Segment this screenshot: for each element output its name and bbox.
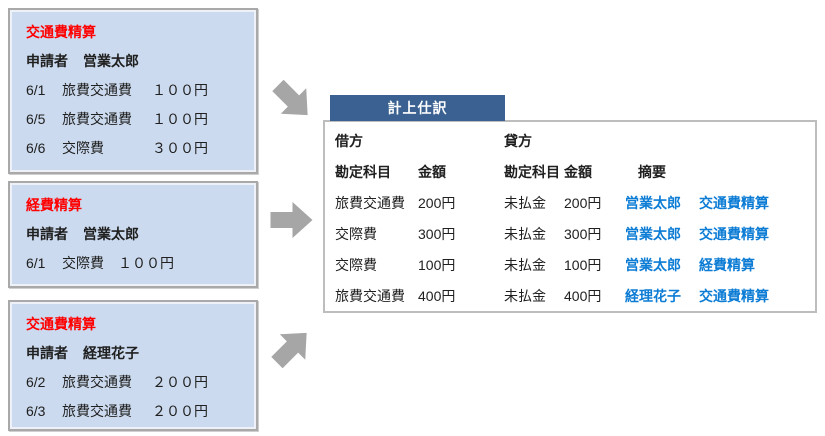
expense-row: 6/3 旅費交通費 ２００円 [26,397,256,426]
expense-row: 6/2 旅費交通費 ２００円 [26,368,256,397]
expense-date: 6/1 [26,82,46,98]
journal-tab-title: 計上仕訳 [330,95,505,121]
applicant-label: 申請者 [26,53,68,69]
expense-row: 6/5 旅費交通費 １００円 [26,105,256,134]
debit-account: 交際費 [335,226,377,242]
expense-row: 6/1 旅費交通費 １００円 [26,76,256,105]
summary-doc: 交通費精算 [699,195,769,211]
debit-amount: 400円 [418,288,456,304]
applicant-label: 申請者 [26,226,68,242]
credit-amount: 300円 [564,226,602,242]
expense-account: 交際費 [62,255,104,271]
flow-arrow-down-right-icon [262,70,325,133]
summary-person: 営業太郎 [625,257,681,273]
credit-account: 未払金 [504,226,546,242]
expense-row: 6/6 交際費 ３００円 [26,134,256,163]
journal-column-header-row: 勘定科目 金額 勘定科目 金額 摘要 [335,157,815,188]
expense-account: 旅費交通費 [62,403,132,419]
box-title: 交通費精算 [26,316,96,332]
credit-amount: 400円 [564,288,602,304]
expense-amount: ２００円 [152,374,208,390]
expense-date: 6/1 [26,255,46,271]
journal-row: 旅費交通費 200円 未払金 200円 営業太郎 交通費精算 [335,188,815,219]
applicant-name: 経理花子 [83,345,139,361]
applicant-line: 申請者営業太郎 [26,220,256,249]
summary-doc: 交通費精算 [699,288,769,304]
journal-table: 借方 貸方 勘定科目 金額 勘定科目 金額 摘要 旅費交通費 200円 未払金 … [323,120,817,313]
expense-amount: ３００円 [152,140,208,156]
applicant-label: 申請者 [26,345,68,361]
debit-amount: 100円 [418,257,456,273]
credit-amount: 100円 [564,257,602,273]
applicant-line: 申請者経理花子 [26,339,256,368]
expense-amount: １００円 [118,255,174,271]
expense-account: 交際費 [62,140,104,156]
journal-row: 交際費 100円 未払金 100円 営業太郎 経費精算 [335,250,815,281]
expense-amount: １００円 [152,111,208,127]
expense-date: 6/2 [26,374,46,390]
summary-header: 摘要 [638,164,666,180]
debit-account: 旅費交通費 [335,288,405,304]
debit-amount: 300円 [418,226,456,242]
expense-report-box-3: 交通費精算 申請者経理花子 6/2 旅費交通費 ２００円 6/3 旅費交通費 ２００円 [8,300,258,431]
expense-account: 旅費交通費 [62,374,132,390]
debit-account-header: 勘定科目 [335,164,391,180]
debit-account: 交際費 [335,257,377,273]
credit-account: 未払金 [504,288,546,304]
debit-header: 借方 [335,133,363,149]
credit-account-header: 勘定科目 [504,164,560,180]
debit-amount-header: 金額 [418,164,446,180]
credit-header: 貸方 [504,133,532,149]
credit-amount: 200円 [564,195,602,211]
debit-account: 旅費交通費 [335,195,405,211]
expense-date: 6/6 [26,140,46,156]
box-title: 経費精算 [26,197,82,213]
applicant-name: 営業太郎 [83,226,139,242]
expense-row: 6/1 交際費 １００円 [26,249,256,278]
expense-date: 6/3 [26,403,46,419]
summary-person: 経理花子 [625,288,681,304]
journal-row: 旅費交通費 400円 未払金 400円 経理花子 交通費精算 [335,281,815,312]
summary-doc: 経費精算 [699,257,755,273]
summary-person: 営業太郎 [625,195,681,211]
credit-account: 未払金 [504,257,546,273]
box-title: 交通費精算 [26,24,96,40]
flow-arrow-right-icon [270,198,315,242]
expense-date: 6/5 [26,111,46,127]
summary-person: 営業太郎 [625,226,681,242]
expense-report-box-2: 経費精算 申請者営業太郎 6/1 交際費 １００円 [8,181,258,288]
expense-amount: ２００円 [152,403,208,419]
applicant-name: 営業太郎 [83,53,139,69]
credit-account: 未払金 [504,195,546,211]
applicant-line: 申請者営業太郎 [26,47,256,76]
expense-account: 旅費交通費 [62,111,132,127]
summary-doc: 交通費精算 [699,226,769,242]
credit-amount-header: 金額 [564,164,592,180]
journal-row: 交際費 300円 未払金 300円 営業太郎 交通費精算 [335,219,815,250]
expense-amount: １００円 [152,82,208,98]
journal-side-header-row: 借方 貸方 [335,126,815,157]
flow-arrow-up-right-icon [261,316,324,379]
debit-amount: 200円 [418,195,456,211]
expense-account: 旅費交通費 [62,82,132,98]
